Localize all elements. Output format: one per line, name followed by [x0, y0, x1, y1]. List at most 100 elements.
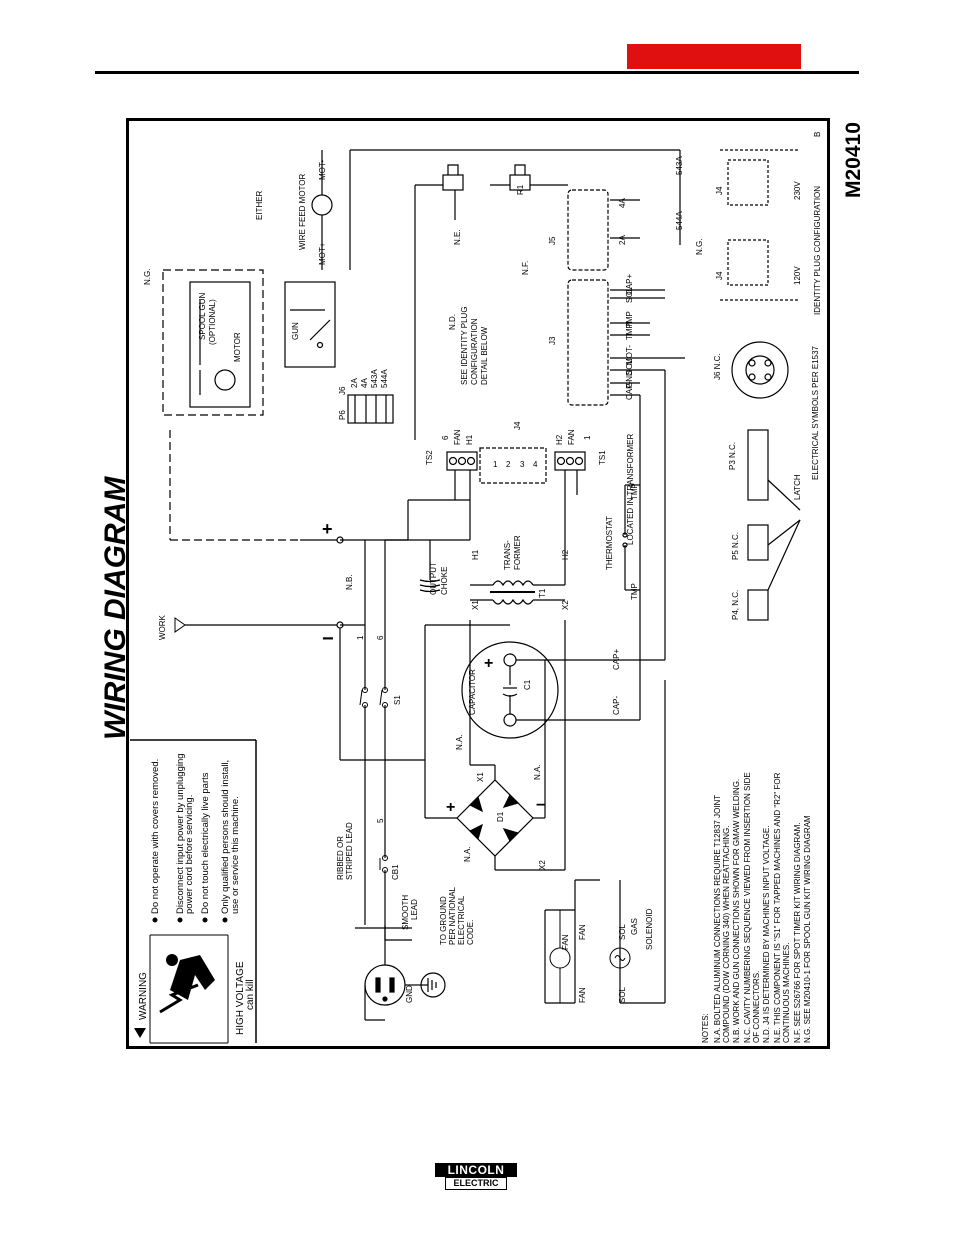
- ne-label: N.E.: [453, 229, 462, 245]
- svg-text:N.D. J4 IS DETERMINED BY MAC: N.D. J4 IS DETERMINED BY MACHINE'S INPUT…: [762, 826, 771, 1043]
- svg-text:use or service this machine.: use or service this machine.: [230, 796, 241, 914]
- revision-letter: B: [813, 132, 822, 137]
- c1-label: C1: [523, 679, 532, 690]
- x1-label-t1: X1: [471, 600, 480, 610]
- terminal-strips: [446, 447, 586, 585]
- j6-p6-connector: [169, 394, 394, 541]
- v230-label: 230V: [793, 181, 802, 200]
- fan-label-1: FAN: [561, 934, 570, 950]
- ribbed-label: RIBBED OR: [336, 836, 345, 880]
- negative-output-sign: −: [322, 628, 334, 650]
- p6-label: P6: [338, 410, 347, 420]
- gas-solenoid: [609, 947, 631, 969]
- located-label: LOCATED IN TRANSFORMER: [626, 434, 635, 545]
- v120-label: 120V: [793, 266, 802, 285]
- 544a-label-p6: 544A: [380, 369, 389, 388]
- 2a-label-p6: 2A: [350, 378, 359, 388]
- wire-6-label: 6: [376, 635, 385, 640]
- electric-shock-icon: [154, 945, 222, 1015]
- j4-label-230: J4: [715, 186, 724, 195]
- diagram-frame: [126, 118, 830, 1049]
- svg-text:N.G. SEE M20410-1 FOR SPOOL: N.G. SEE M20410-1 FOR SPOOL GUN KIT WIRI…: [803, 815, 812, 1043]
- j3-label: J3: [548, 336, 557, 345]
- input-wiring: [364, 499, 666, 1004]
- nb-label: N.B.: [345, 574, 354, 590]
- wire-feed-motor-label: WIRE FEED MOTOR: [298, 173, 307, 250]
- svg-text:N.B. WORK AND GUN CONNECTION: N.B. WORK AND GUN CONNECTIONS SHOWN FOR …: [732, 779, 741, 1043]
- d1-plus-sign: +: [446, 799, 455, 816]
- na-label-3: N.A.: [463, 846, 472, 862]
- detail-below-label: DETAIL BELOW: [480, 326, 489, 385]
- optional-label: (OPTIONAL): [208, 299, 217, 345]
- symbols-label: ELECTRICAL SYMBOLS PER E1537: [811, 345, 820, 480]
- choke-label: CHOKE: [440, 567, 449, 595]
- sol-j3-1: SOL: [625, 286, 634, 303]
- svg-text:CONTINUOUS MACHINES.: CONTINUOUS MACHINES.: [782, 943, 791, 1043]
- power-plug: [355, 925, 412, 1021]
- j4-label-main: J4: [513, 421, 522, 430]
- fan-motor: [549, 910, 571, 1003]
- cap-minus-j3: CAP-: [625, 381, 634, 400]
- 2a-label-j5: 2A: [618, 235, 627, 245]
- header-red-bar: [627, 44, 801, 69]
- j6-round-connector: [731, 341, 789, 399]
- j3-connector: [567, 279, 685, 406]
- sol-label-1: SOL: [618, 986, 627, 1003]
- thermostat-label: THERMOSTAT: [605, 516, 614, 570]
- fan-label-2: FAN: [578, 987, 587, 1003]
- h2-label-ts1: H2: [555, 434, 564, 445]
- p5-nc-label: P5 N.C.: [731, 532, 740, 560]
- mot-minus-label: MOT-: [318, 160, 327, 180]
- sol-label-2: SOL: [618, 923, 627, 940]
- capacitor-c1: [461, 370, 666, 739]
- j4-label-120: J4: [715, 271, 724, 280]
- identity-label: IDENTITY PLUG CONFIGURATION: [813, 186, 822, 315]
- cb1-breaker: [379, 855, 388, 873]
- j4-plugs: [720, 149, 800, 301]
- j6-nc-label: J6 N.C.: [713, 353, 722, 380]
- ts-num-6: 6: [441, 435, 450, 440]
- svg-text:N.F. SEE S26766 FOR SPOT TIM: N.F. SEE S26766 FOR SPOT TIMER KIT WIRIN…: [793, 823, 802, 1044]
- j5-connector: [567, 189, 640, 271]
- cap-plus-label: CAP+: [612, 649, 621, 670]
- 543a-label: 543A: [675, 156, 684, 175]
- svg-text:Only qualified persons should: Only qualified persons should install,: [220, 760, 231, 914]
- fan-label-ts1: FAN: [567, 429, 576, 445]
- can-kill-label: can kill: [245, 979, 256, 1010]
- warning-heading: WARNING: [138, 972, 149, 1020]
- s1-switch: [359, 687, 388, 708]
- gas-label: GAS: [630, 918, 639, 935]
- lead-label: LEAD: [410, 899, 419, 920]
- svg-text:N.E. THIS COMPONENT IS "S1": N.E. THIS COMPONENT IS "S1" FOR TAPPED M…: [773, 772, 782, 1043]
- fan-label-3: FAN: [578, 924, 587, 940]
- s1-label: S1: [393, 695, 402, 705]
- j4-pin-1: 1: [493, 460, 498, 469]
- nd-label: N.D.: [448, 314, 457, 330]
- striped-label: STRIPED LEAD: [345, 822, 354, 880]
- fan-label-ts2: FAN: [453, 429, 462, 445]
- ts1-label: TS1: [598, 450, 607, 465]
- na-label-2: N.A.: [533, 764, 542, 780]
- gun-label: GUN: [291, 322, 300, 340]
- svg-text:power cord before servicing.: power cord before servicing.: [184, 795, 195, 914]
- wire-feed-motor: [311, 149, 681, 270]
- small-plugs: [747, 429, 801, 621]
- x1-label-d1: X1: [476, 772, 485, 782]
- svg-text:N.C. CAVITY NUMBERING SEQUEN: N.C. CAVITY NUMBERING SEQUENCE VIEWED FR…: [743, 772, 752, 1043]
- former-label: FORMER: [513, 535, 522, 570]
- work-clamp-icon: [174, 617, 186, 633]
- j6-label: J6: [338, 386, 347, 395]
- h1-label-t1: H1: [471, 549, 480, 560]
- ng-label-j: N.G.: [695, 239, 704, 255]
- either-label: EITHER: [255, 190, 264, 220]
- per-national-label: PER NATIONAL: [448, 886, 457, 945]
- svg-text:N.A. BOLTED ALUMINUM CONNECT: N.A. BOLTED ALUMINUM CONNECTIONS REQUIRE…: [713, 795, 722, 1043]
- na-label-1: N.A.: [455, 734, 464, 750]
- r1-label: R1: [516, 184, 525, 195]
- cap-minus-label: CAP-: [612, 696, 621, 715]
- tmp-j3-2: TMP: [625, 323, 634, 340]
- capacitor-plus-sign: +: [484, 655, 493, 672]
- nf-label: N.F.: [521, 261, 530, 275]
- ground-symbol: [412, 972, 446, 998]
